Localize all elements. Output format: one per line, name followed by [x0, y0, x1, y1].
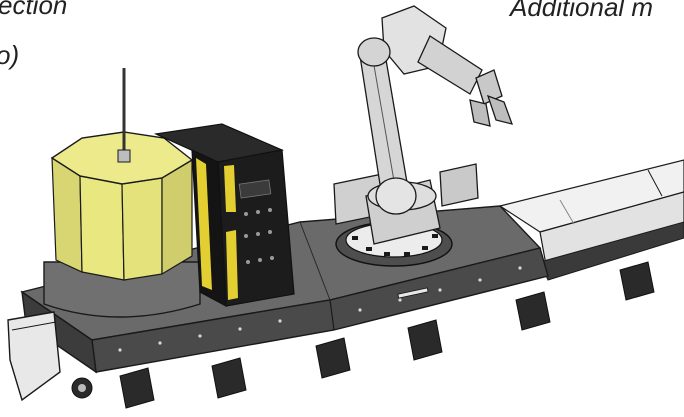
- caption-left-line2: o): [0, 40, 20, 70]
- caption-left-line1: ection: [0, 0, 68, 20]
- end-bumper-cover: [7, 311, 93, 402]
- track-support-feet: [119, 261, 655, 409]
- octagonal-drum-icon: [43, 68, 201, 318]
- industrial-robot-arm-icon: [333, 5, 514, 245]
- caption-right: Additional m: [510, 0, 654, 22]
- welding-cabinet-icon: [153, 123, 295, 308]
- linear-track-rail: [498, 159, 684, 281]
